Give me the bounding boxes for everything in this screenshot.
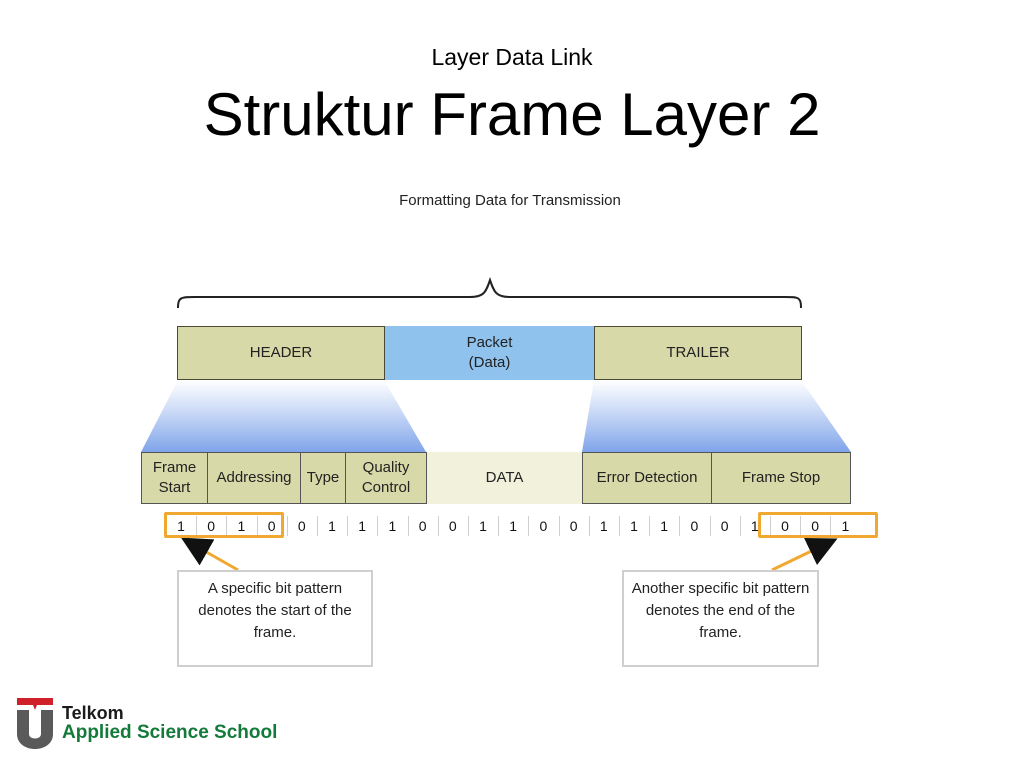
bit-cell: 0: [569, 518, 578, 534]
bit-separator: [196, 516, 198, 536]
slide-subtitle: Layer Data Link: [431, 44, 593, 70]
bit-separator: [830, 516, 832, 536]
bit-separator: [468, 516, 469, 536]
logo-school-text: Applied Science School: [62, 722, 278, 743]
bit-stream: 1 0 1 0 0 1 1 1 0 0 1 1 0 0 1 1 1 0 0 1 0 0 1: [166, 513, 876, 539]
bit-separator: [588, 516, 590, 536]
bit-cell: 1: [750, 518, 759, 534]
header-expansion: [141, 380, 426, 452]
bit-separator: [437, 516, 439, 536]
start-arrow: [180, 537, 239, 572]
field-data: DATA: [427, 452, 582, 504]
field-type: Type: [300, 452, 346, 504]
bit-cell: 1: [841, 518, 850, 534]
bit-separator: [317, 516, 318, 536]
bit-cell: 1: [358, 518, 367, 534]
bit-cell: 1: [660, 518, 669, 534]
bit-cell: 0: [781, 518, 789, 534]
bit-separator: [226, 516, 228, 536]
bit-cell: 0: [720, 518, 729, 534]
bit-separator: [377, 516, 379, 536]
field-frame-stop: Frame Stop: [711, 452, 851, 504]
bit-separator: [498, 516, 500, 536]
bit-cell: 0: [297, 518, 306, 534]
telkom-logo-icon: [17, 698, 53, 749]
bit-separator: [619, 516, 620, 536]
frame-brace: [177, 276, 802, 309]
bit-cell: 1: [509, 518, 518, 534]
bit-cell: 0: [539, 518, 548, 534]
bit-cell: 1: [479, 518, 487, 534]
bit-cell: 1: [237, 518, 246, 534]
bit-separator: [256, 516, 258, 536]
start-callout: A specific bit pattern denotes the start…: [177, 570, 373, 667]
field-quality-control: Quality Control: [345, 452, 427, 504]
logo-telkom-text: Telkom: [62, 703, 124, 723]
bit-separator: [800, 516, 802, 536]
slide-title: Struktur Frame Layer 2: [203, 81, 821, 148]
bit-cell: 0: [267, 518, 276, 534]
bit-separator: [679, 516, 681, 536]
packet-block: Packet (Data): [385, 326, 594, 380]
trailer-block: TRAILER: [594, 326, 802, 380]
field-addressing: Addressing: [207, 452, 301, 504]
diagram-caption: Formatting Data for Transmission: [399, 192, 621, 209]
field-frame-start: Frame Start: [141, 452, 208, 504]
bit-cell: 1: [630, 518, 638, 534]
bit-separator: [286, 516, 288, 536]
bit-cell: 0: [207, 518, 216, 534]
bit-cell: 1: [177, 518, 185, 534]
start-pattern-highlight: [164, 512, 284, 538]
bit-separator: [649, 516, 651, 536]
bit-separator: [407, 516, 409, 536]
bit-separator: [528, 516, 530, 536]
bit-separator: [558, 516, 560, 536]
stop-pattern-highlight: [758, 512, 878, 538]
bit-cell: 1: [599, 518, 608, 534]
bit-cell: 1: [328, 518, 336, 534]
trailer-expansion: [582, 380, 851, 452]
end-callout: Another specific bit pattern denotes the…: [622, 570, 819, 667]
bit-separator: [770, 516, 771, 536]
bit-cell: 0: [690, 518, 699, 534]
bit-separator: [347, 516, 349, 536]
bit-separator: [709, 516, 711, 536]
bit-cell: 0: [418, 518, 427, 534]
header-block: HEADER: [177, 326, 385, 380]
end-arrow: [771, 537, 838, 572]
bit-cell: 1: [388, 518, 397, 534]
bit-cell: 0: [811, 518, 820, 534]
bit-cell: 0: [448, 518, 457, 534]
bit-separator: [739, 516, 741, 536]
field-error-detection: Error Detection: [582, 452, 712, 504]
